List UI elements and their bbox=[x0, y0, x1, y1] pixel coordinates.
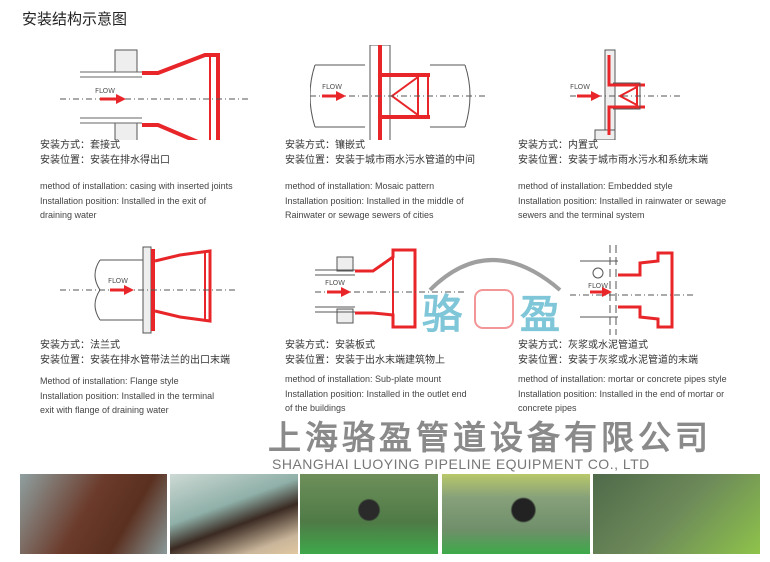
photo-slope-outlets bbox=[593, 474, 760, 554]
diagram-casing: FLOW bbox=[60, 49, 250, 140]
flow-label: FLOW bbox=[588, 282, 608, 290]
flow-label: FLOW bbox=[322, 83, 342, 91]
svg-text:骆: 骆 bbox=[422, 292, 463, 336]
svg-text:盈: 盈 bbox=[520, 292, 560, 336]
flow-label: FLOW bbox=[95, 87, 115, 95]
caption-6: 安装方式：灰浆或水泥管道式安装位置：安装于灰浆或水泥管道的末端 bbox=[518, 340, 698, 366]
flow-label: FLOW bbox=[108, 277, 128, 285]
company-name-en: SHANGHAI LUOYING PIPELINE EQUIPMENT CO.,… bbox=[272, 456, 650, 472]
company-name-cn: 上海骆盈管道设备有限公司 bbox=[268, 418, 712, 457]
caption-en-1: method of installation: casing with inse… bbox=[40, 181, 233, 220]
diagram-mosaic: FLOW bbox=[310, 45, 485, 140]
caption-3: 安装方式：内置式安装位置：安装于城市雨水污水和系统末端 bbox=[518, 140, 708, 166]
page-title: 安装结构示意图 bbox=[22, 10, 128, 28]
watermark-logo: 骆 盈 bbox=[422, 258, 562, 336]
photo-stone-wall-1 bbox=[300, 474, 438, 554]
diagram-mortar: FLOW bbox=[570, 245, 695, 335]
photo-wall-outlet bbox=[170, 474, 298, 554]
flow-label: FLOW bbox=[570, 83, 590, 91]
caption-5: 安装方式：安装板式安装位置：安装于出水末端建筑物上 bbox=[285, 340, 445, 366]
photo-stone-wall-2 bbox=[442, 474, 590, 554]
caption-en-6: method of installation: mortar or concre… bbox=[518, 374, 727, 413]
diagram-subplate: FLOW bbox=[315, 248, 465, 329]
caption-2: 安装方式：镶嵌式安装位置：安装于城市雨水污水管道的中间 bbox=[285, 140, 475, 166]
caption-4: 安装方式：法兰式安装位置：安装在排水管带法兰的出口末端 bbox=[40, 340, 230, 366]
caption-1: 安装方式：套接式安装位置：安装在排水得出口 bbox=[40, 140, 170, 166]
photo-casing-install bbox=[20, 474, 167, 554]
flow-label: FLOW bbox=[325, 279, 345, 287]
diagram-embedded: FLOW bbox=[570, 49, 680, 140]
diagram-flange: FLOW bbox=[60, 246, 235, 334]
